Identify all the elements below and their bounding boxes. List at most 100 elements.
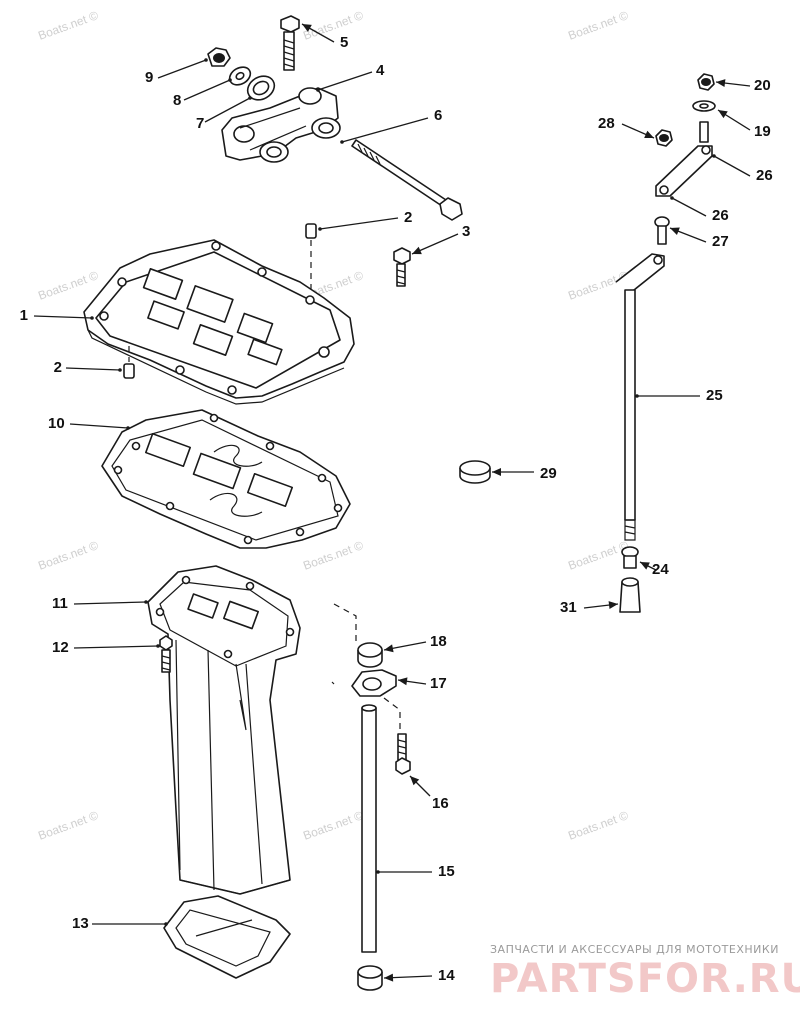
part-7-washer[interactable] [243, 71, 278, 104]
callout-label: 19 [754, 123, 771, 140]
callout-2: 2 [318, 209, 412, 231]
callout-9: 9 [145, 58, 208, 86]
leader-dot [118, 368, 122, 372]
arrowhead [640, 562, 650, 570]
watermark-text: Boats.net © [36, 808, 100, 843]
part-29-grommet[interactable] [459, 460, 491, 484]
callout-label: 12 [52, 639, 69, 656]
arrowhead [412, 246, 422, 255]
watermark-text: Boats.net © [301, 538, 365, 573]
callout-29: 29 [492, 465, 557, 482]
callout-label: 10 [48, 415, 65, 432]
part-20-nut[interactable] [697, 73, 715, 91]
callout-11: 11 [52, 595, 148, 612]
arrowhead [492, 468, 501, 476]
leader-dot [156, 644, 160, 648]
callout-label: 3 [462, 223, 470, 240]
part-19-washer[interactable] [692, 100, 716, 112]
callout-6: 6 [340, 107, 442, 144]
leader-dot [164, 922, 168, 926]
part-24-coupler[interactable] [621, 546, 639, 569]
part-13-seal[interactable] [163, 895, 291, 979]
part-2-dowel-pin-lower[interactable] [123, 363, 135, 379]
part-16-bolt[interactable] [395, 733, 411, 775]
callout-label: 7 [196, 115, 204, 132]
part-9-nut[interactable] [207, 47, 231, 67]
callout-5: 5 [301, 23, 348, 51]
part-15-water-tube[interactable] [361, 704, 377, 953]
leader-line [73, 601, 147, 605]
callout-13: 13 [72, 915, 168, 932]
callout-19: 19 [717, 109, 771, 140]
leader-dot [712, 154, 716, 158]
part-14-seal[interactable] [357, 965, 383, 991]
callout-label: 28 [598, 115, 615, 132]
part-4-bracket[interactable] [221, 87, 341, 163]
watermark-text: Boats.net © [36, 8, 100, 43]
callout-label: 6 [434, 107, 442, 124]
part-10-gasket[interactable] [101, 409, 351, 549]
callout-label: 31 [560, 599, 577, 616]
callout-label: 2 [404, 209, 412, 226]
part-26-lever[interactable] [655, 121, 713, 197]
callout-label: 5 [340, 34, 348, 51]
part-27-bushing[interactable] [654, 216, 670, 245]
callout-31: 31 [560, 599, 619, 616]
leader-dot [635, 394, 639, 398]
callout-28: 28 [598, 115, 655, 139]
watermark-text: Boats.net © [566, 808, 630, 843]
leader-line [317, 71, 373, 91]
part-17-retainer[interactable] [351, 669, 397, 697]
arrowhead [718, 110, 728, 119]
callout-label: 11 [52, 595, 68, 612]
callout-label: 1 [20, 307, 28, 324]
callout-label: 15 [438, 863, 455, 880]
part-12-bolt[interactable] [159, 635, 173, 673]
leader-dot [126, 426, 130, 430]
leader-dot [90, 316, 94, 320]
arrowhead [302, 24, 312, 32]
leader-line [73, 645, 159, 649]
part-3-bolt[interactable] [393, 247, 411, 287]
arrowhead [410, 776, 420, 786]
part-31-bushing[interactable] [619, 577, 641, 613]
callout-26: 26 [670, 196, 729, 224]
arrowhead [670, 227, 680, 235]
leader-line [157, 59, 207, 79]
callout-12: 12 [52, 639, 160, 656]
part-1-adapter-plate[interactable] [83, 239, 355, 405]
leader-dot [670, 196, 674, 200]
leader-dot [318, 227, 322, 231]
callout-14: 14 [383, 967, 455, 984]
callout-24: 24 [639, 561, 669, 578]
part-6-long-bolt[interactable] [351, 139, 463, 221]
leader-line [69, 423, 129, 429]
leader-line [713, 155, 751, 177]
callout-4: 4 [316, 62, 385, 92]
callout-7: 7 [196, 96, 252, 132]
part-25-shift-shaft[interactable] [615, 253, 665, 541]
callout-8: 8 [173, 78, 232, 109]
callout-label: 20 [754, 77, 771, 94]
watermark-text: Boats.net © [36, 268, 100, 303]
watermark-text: Boats.net © [566, 8, 630, 43]
callout-25: 25 [635, 387, 723, 404]
leader-line [33, 315, 93, 319]
part-5-bolt[interactable] [280, 15, 300, 71]
callout-label: 29 [540, 465, 557, 482]
leader-dot [340, 140, 344, 144]
watermark-text: Boats.net © [36, 538, 100, 573]
leader-line [65, 367, 121, 371]
leader-dot [228, 78, 232, 82]
watermark-text: Boats.net © [566, 268, 630, 303]
part-2-dowel-pin-top[interactable] [305, 223, 317, 239]
callout-label: 16 [432, 795, 449, 812]
part-28-nut[interactable] [655, 129, 673, 147]
watermark-text: Boats.net © [566, 538, 630, 573]
part-11-driveshaft-housing[interactable] [147, 565, 301, 895]
callout-label: 25 [706, 387, 723, 404]
callout-label: 17 [430, 675, 447, 692]
part-18-grommet[interactable] [357, 642, 383, 668]
